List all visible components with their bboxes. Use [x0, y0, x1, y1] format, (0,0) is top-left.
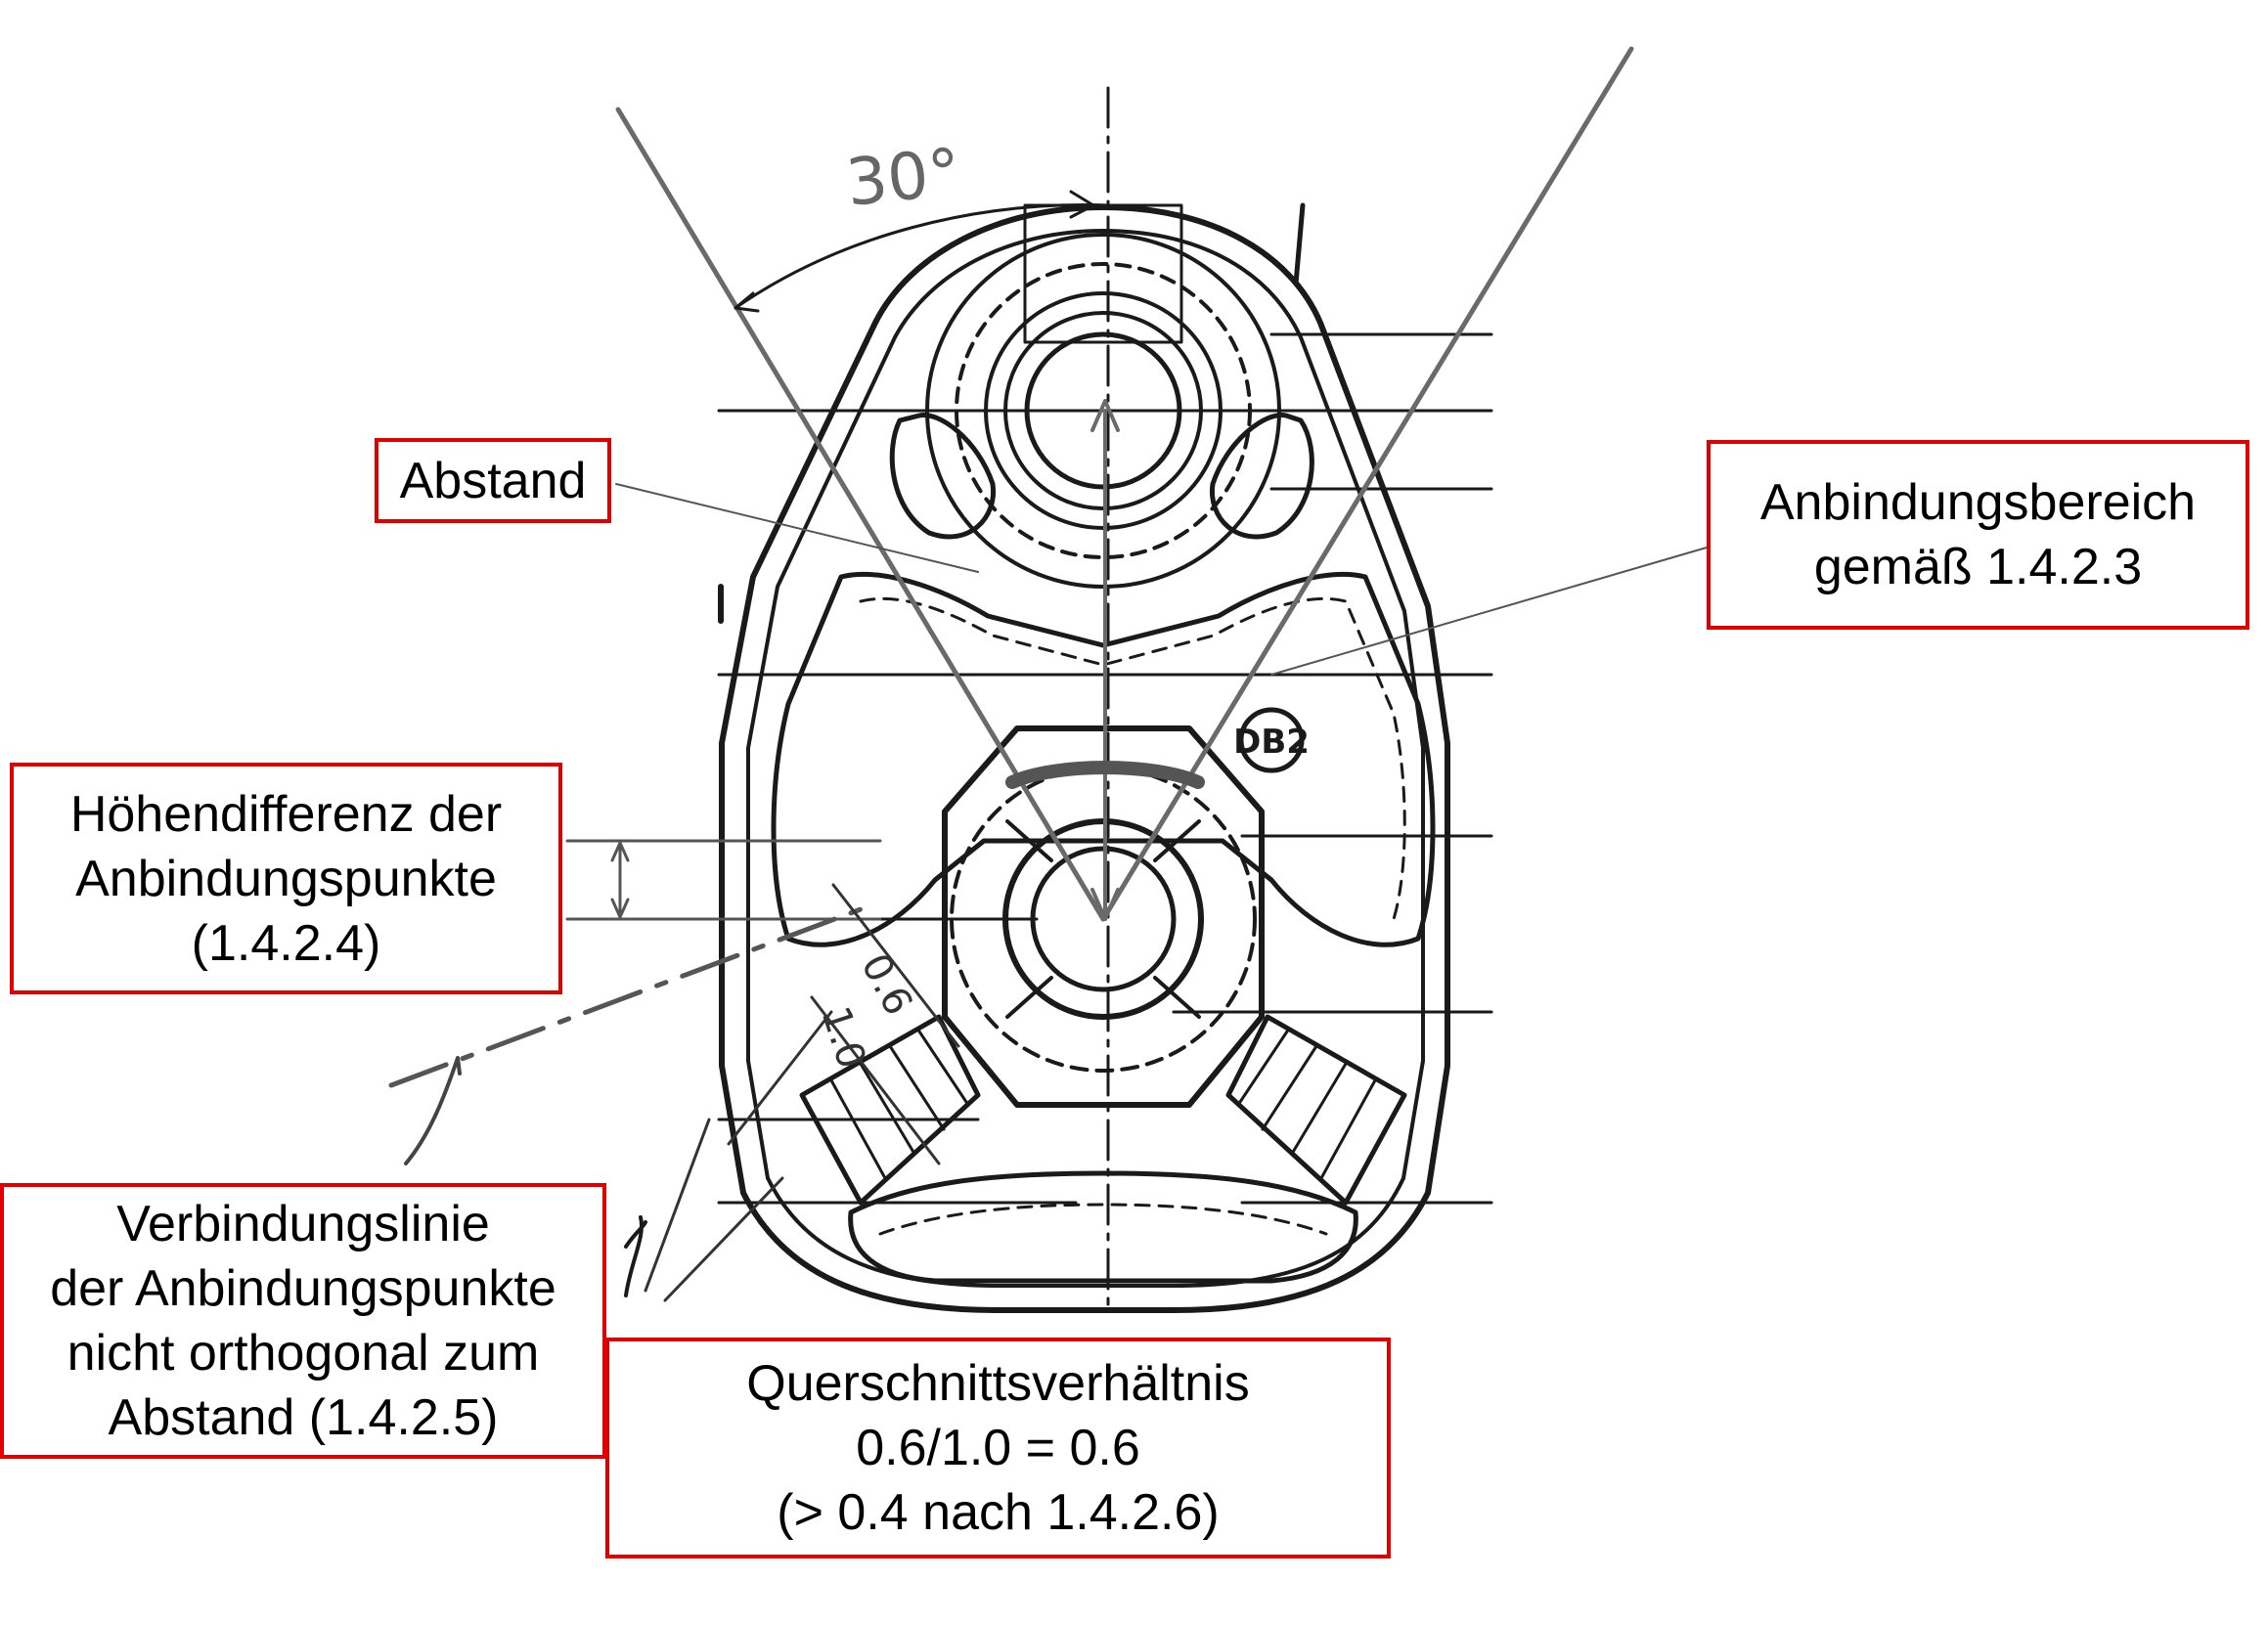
- callout-querschnitt: Querschnittsverhältnis 0.6/1.0 = 0.6 (> …: [605, 1338, 1391, 1559]
- bonding-area-arc: [1005, 761, 1205, 789]
- central-window: [771, 571, 1436, 947]
- section-dimensions: [644, 883, 960, 1302]
- callout-hoehendifferenz-line-2: Anbindungspunkte: [75, 850, 497, 907]
- arc-arrow-left: [734, 291, 760, 313]
- callout-querschnitt-line-3: (> 0.4 nach 1.4.2.6): [777, 1484, 1220, 1541]
- connection-hook: [404, 1056, 462, 1165]
- sketch-mark-lower: [624, 1215, 647, 1297]
- dimension-large: 1.0: [812, 1001, 873, 1075]
- callout-anbindungsbereich-line-1: Anbindungsbereich: [1759, 474, 2197, 531]
- callout-abstand: Abstand: [375, 438, 611, 523]
- angle-arc-30deg: [734, 203, 1112, 310]
- dimension-small: 0.6: [852, 946, 920, 1023]
- callout-verbindungslinie-line-2: der Anbindungspunkte: [50, 1260, 556, 1317]
- callout-verbindungslinie-line-4: Abstand (1.4.2.5): [108, 1389, 499, 1446]
- central-window-dashed: [859, 596, 1406, 921]
- bracket-inner-contour: [746, 229, 1425, 1288]
- right-kidney-opening: [1209, 412, 1314, 540]
- callout-verbindungslinie-line-1: Verbindungslinie: [116, 1196, 490, 1252]
- callout-anbindungsbereich-line-2: gemäß 1.4.2.3: [1813, 539, 2143, 595]
- part-marking-text: DB2: [1233, 723, 1310, 762]
- part-marking-badge: [1238, 707, 1305, 773]
- bottom-pocket: [848, 1170, 1358, 1284]
- callout-leaders: [615, 483, 1708, 676]
- callout-hoehendifferenz: Höhendifferenz der Anbindungspunkte (1.4…: [10, 763, 562, 994]
- right-lower-arm: [1225, 1014, 1407, 1206]
- callout-querschnitt-line-1: Querschnittsverhältnis: [746, 1355, 1250, 1412]
- sketch-mark-bar-right: [1293, 202, 1306, 286]
- left-arm-ribs: [829, 1030, 970, 1180]
- callout-abstand-line-1: Abstand: [399, 452, 587, 509]
- arc-arrow-right: [1069, 190, 1095, 219]
- connection-line: [388, 906, 864, 1088]
- callout-anbindungsbereich: Anbindungsbereich gemäß 1.4.2.3: [1707, 440, 2249, 630]
- right-arm-ribs: [1236, 1030, 1377, 1180]
- callout-verbindungslinie: Verbindungslinie der Anbindungspunkte ni…: [0, 1183, 606, 1459]
- callout-querschnitt-line-2: 0.6/1.0 = 0.6: [856, 1420, 1140, 1476]
- angle-label: 30°: [843, 134, 964, 221]
- left-kidney-opening: [889, 412, 997, 540]
- callout-verbindungslinie-line-3: nicht orthogonal zum: [67, 1325, 540, 1382]
- callout-hoehendifferenz-line-1: Höhendifferenz der: [69, 785, 503, 843]
- bottom-pocket-dashed: [878, 1203, 1328, 1236]
- callout-hoehendifferenz-line-3: (1.4.2.4): [191, 914, 381, 972]
- left-lower-arm: [799, 1014, 981, 1206]
